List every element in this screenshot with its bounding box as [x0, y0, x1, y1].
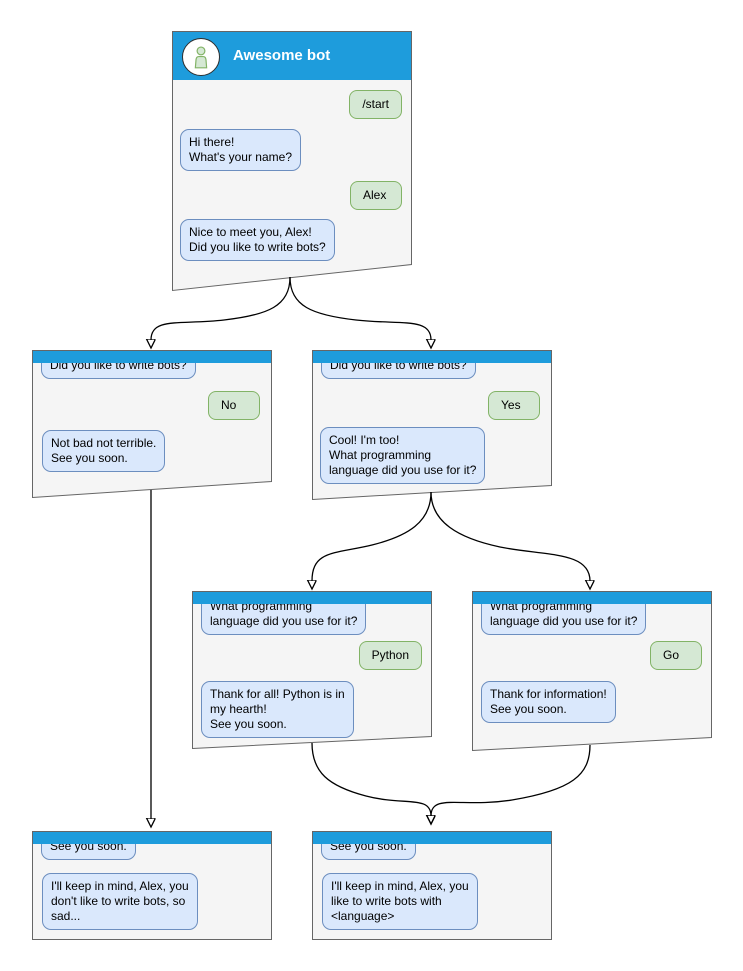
- person-icon: [194, 46, 208, 69]
- message-bubble-bot: Nice to meet you, Alex! Did you like to …: [180, 219, 335, 261]
- message-bubble-bot: Thank for all! Python is in my hearth! S…: [201, 681, 354, 738]
- chat-window-branch-no: Did you like to write bots? No Not bad n…: [32, 350, 272, 498]
- connector-yes-to-go: [430, 491, 590, 581]
- chat-window-branch-yes: Did you like to write bots? Yes Cool! I'…: [312, 350, 552, 500]
- message-bubble-user: Go: [650, 641, 702, 670]
- message-bubble-user: Alex: [350, 181, 402, 210]
- chat-window-branch-go: What programming language did you use fo…: [472, 591, 712, 751]
- bot-avatar: [182, 38, 220, 76]
- message-bubble-bot: Thank for information! See you soon.: [481, 681, 616, 723]
- window-header: [33, 351, 271, 363]
- message-bubble-user: /start: [349, 90, 402, 119]
- window-header: [33, 832, 271, 844]
- window-header: [193, 592, 431, 604]
- message-bubble-user: No: [208, 391, 260, 420]
- message-bubble-user: Yes: [488, 391, 540, 420]
- message-bubble-user: Python: [358, 641, 422, 670]
- window-title: Awesome bot: [233, 47, 331, 64]
- chat-window-branch-python: What programming language did you use fo…: [192, 591, 432, 749]
- connector-yes-to-python: [312, 491, 432, 581]
- message-bubble-bot: Hi there! What's your name?: [180, 129, 302, 171]
- chat-window-root: Awesome bot /start Hi there! What's your…: [172, 31, 412, 292]
- message-bubble-bot: I'll keep in mind, Alex, you like to wri…: [322, 873, 478, 930]
- connector-go-to-end: [431, 744, 591, 816]
- connector-python-to-end: [311, 742, 431, 816]
- window-header: Awesome bot: [173, 32, 411, 80]
- window-header: [313, 832, 551, 844]
- chat-window-end-yes: See you soon. I'll keep in mind, Alex, y…: [312, 831, 552, 940]
- message-bubble-bot: Cool! I'm too! What programming language…: [320, 427, 486, 484]
- window-header: [473, 592, 711, 604]
- chat-window-end-no: See you soon. I'll keep in mind, Alex, y…: [32, 831, 272, 940]
- window-header: [313, 351, 551, 363]
- message-bubble-bot: I'll keep in mind, Alex, you don't like …: [42, 873, 198, 930]
- message-bubble-bot: Not bad not terrible. See you soon.: [42, 430, 166, 472]
